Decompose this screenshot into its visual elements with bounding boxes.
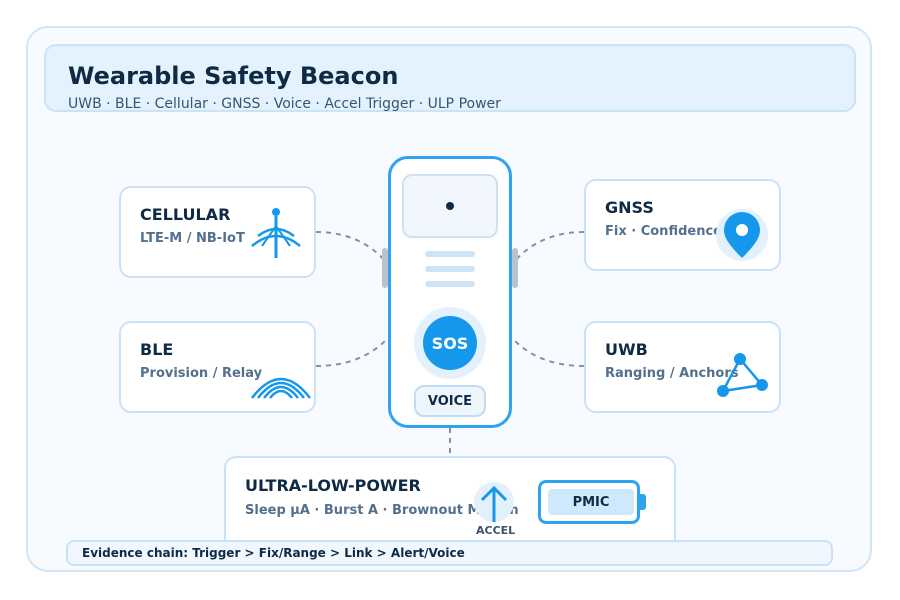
device-left-button xyxy=(382,248,388,288)
header-banner xyxy=(44,44,856,112)
accel-label: ACCEL xyxy=(476,524,516,537)
uwb-connector xyxy=(513,339,585,367)
pmic-label: PMIC xyxy=(548,489,634,515)
ble-card xyxy=(119,321,316,413)
evidence-chain-bar: Evidence chain: Trigger > Fix/Range > Li… xyxy=(66,540,833,566)
ble-subtitle: Provision / Relay xyxy=(140,366,263,381)
sos-button[interactable]: SOS xyxy=(423,316,477,370)
cellular-connector xyxy=(315,231,387,263)
ble-title: BLE xyxy=(140,340,174,359)
device-sensor-dot xyxy=(446,202,454,210)
page-title: Wearable Safety Beacon xyxy=(68,62,399,90)
cellular-card xyxy=(119,186,316,278)
uwb-subtitle: Ranging / Anchors xyxy=(605,366,739,381)
speaker-slot xyxy=(425,251,475,257)
power-title: ULTRA-LOW-POWER xyxy=(245,476,421,495)
ble-connector xyxy=(315,339,387,367)
speaker-slot xyxy=(425,281,475,287)
cellular-title: CELLULAR xyxy=(140,205,231,224)
gnss-connector xyxy=(513,231,585,263)
gnss-title: GNSS xyxy=(605,198,654,217)
battery-terminal xyxy=(640,494,646,510)
speaker-slot xyxy=(425,266,475,272)
page-subtitle: UWB · BLE · Cellular · GNSS · Voice · Ac… xyxy=(68,96,501,112)
voice-button[interactable]: VOICE xyxy=(414,385,486,417)
cellular-subtitle: LTE-M / NB-IoT xyxy=(140,231,245,246)
gnss-subtitle: Fix · Confidence xyxy=(605,224,722,239)
device-right-button xyxy=(512,248,518,288)
power-subtitle: Sleep µA · Burst A · Brownout Margin xyxy=(245,503,519,518)
uwb-title: UWB xyxy=(605,340,648,359)
